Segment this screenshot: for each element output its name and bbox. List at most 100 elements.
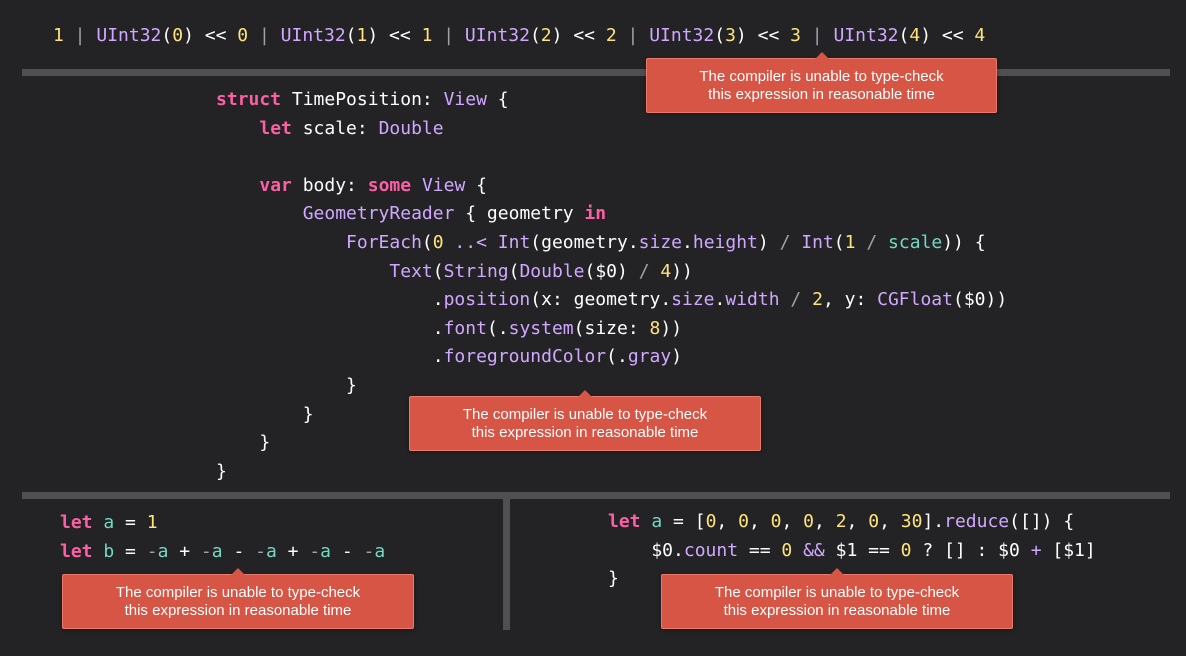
code-token: some [367, 174, 412, 196]
code-token: = [ [662, 511, 706, 532]
code-token: . [216, 289, 444, 311]
code-token: 0 [900, 539, 912, 561]
code-panel-bottom-right: let a = [0, 0, 0, 0, 2, 0, 30].reduce([]… [608, 508, 1096, 594]
error-message-line: The compiler is unable to type-check [699, 68, 944, 85]
code-token: var [259, 174, 292, 196]
code-token: ? [] : $0 [911, 539, 1031, 561]
code-panel-bottom-left: let a = 1 let b = -a + -a - -a + -a - -a [60, 509, 385, 566]
code-token: << [193, 25, 238, 46]
code-line: } [216, 372, 1007, 401]
code-token: 4 [974, 25, 986, 46]
code-token: / [866, 231, 878, 253]
code-token: << [931, 25, 975, 46]
code-token: [$1] [1041, 539, 1096, 561]
code-token: String [443, 260, 509, 282]
code-token: a [103, 512, 115, 533]
code-token: + [168, 540, 201, 562]
code-token: )) [660, 317, 683, 339]
code-token: = [114, 512, 147, 533]
code-token: Int [801, 231, 834, 253]
code-line: .foregroundColor(.gray) [216, 343, 1007, 372]
code-token: count [683, 539, 739, 561]
code-line: let b = -a + -a - -a + -a - -a [60, 538, 385, 567]
code-token: b [103, 540, 115, 562]
tooltip-arrow [231, 568, 245, 575]
code-line: } [216, 458, 1007, 487]
code-token: GeometryReader [302, 203, 455, 225]
code-token: - [146, 540, 158, 562]
code-token: - [363, 540, 375, 562]
error-message-line: The compiler is unable to type-check [115, 584, 361, 601]
code-token: scale: [291, 117, 379, 139]
code-token: ( [508, 260, 520, 282]
code-token: body: [291, 174, 368, 196]
code-token: / [638, 260, 650, 282]
code-panel-middle: struct TimePosition: View { let scale: D… [216, 86, 1007, 486]
code-token: - [309, 540, 321, 562]
code-token: ([]) { [1009, 511, 1075, 532]
code-token: (geometry. [530, 231, 639, 253]
code-token: 3 [725, 25, 736, 46]
code-token [792, 540, 803, 561]
code-token: 0 [803, 511, 814, 532]
code-token: << [378, 25, 422, 46]
code-token: 0 [172, 25, 184, 46]
code-token: a [651, 511, 663, 532]
code-token: 0 [237, 25, 249, 46]
code-token [877, 232, 888, 253]
code-token: 0 [738, 511, 749, 532]
code-token: 3 [790, 25, 801, 46]
code-token: 1 [53, 25, 64, 46]
code-token: Text [389, 260, 433, 282]
code-token: let [60, 512, 93, 533]
code-token: 30 [900, 511, 923, 532]
code-line: let scale: Double [216, 115, 1007, 144]
code-token: a [211, 540, 223, 562]
code-token [216, 175, 259, 196]
code-token [216, 232, 346, 253]
code-token: ( [529, 25, 541, 46]
code-token: | [800, 25, 834, 46]
code-token: ( [421, 231, 433, 253]
code-token: 0 [705, 511, 717, 532]
code-token: 4 [909, 25, 921, 46]
code-token: 0 [432, 231, 444, 253]
code-token: TimePosition: [281, 89, 444, 110]
code-token: { [465, 174, 487, 196]
code-token: 1 [146, 512, 158, 533]
code-token: (size: [573, 317, 650, 339]
code-token: Int [497, 231, 531, 253]
code-token: in [584, 203, 607, 225]
code-line: struct TimePosition: View { [216, 86, 1007, 115]
code-token: ( [432, 260, 444, 282]
code-token: $1 == [824, 539, 901, 561]
code-line [216, 143, 1007, 172]
code-token: UInt32 [96, 25, 162, 46]
code-line: Text(String(Double($0) / 4)) [216, 258, 1007, 287]
code-token: $0. [608, 539, 684, 561]
code-token: a [320, 540, 332, 562]
code-token: ( [345, 25, 357, 46]
code-token: size [638, 231, 683, 253]
code-token: | [616, 25, 650, 46]
code-line: GeometryReader { geometry in [216, 200, 1007, 229]
code-token [790, 232, 801, 253]
code-token: system [508, 317, 574, 339]
code-line: $0.count == 0 && $1 == 0 ? [] : $0 + [$1… [608, 537, 1096, 566]
code-token: ) [757, 231, 780, 253]
code-token: << [562, 25, 606, 46]
code-token: , y: [822, 289, 878, 311]
code-token: 0 [868, 511, 880, 532]
code-token: , [846, 511, 869, 532]
code-token: == [738, 539, 782, 561]
code-token: ) [367, 25, 379, 46]
code-token: ($0)) [952, 289, 1008, 311]
code-token: , [879, 511, 901, 532]
code-panel-top: 1 | UInt32(0) << 0 | UInt32(1) << 1 | UI… [53, 22, 985, 51]
code-line: ForEach(0 ..< Int(geometry.size.height) … [216, 229, 1007, 258]
code-token: } [216, 432, 271, 454]
code-token: ( [898, 25, 910, 46]
